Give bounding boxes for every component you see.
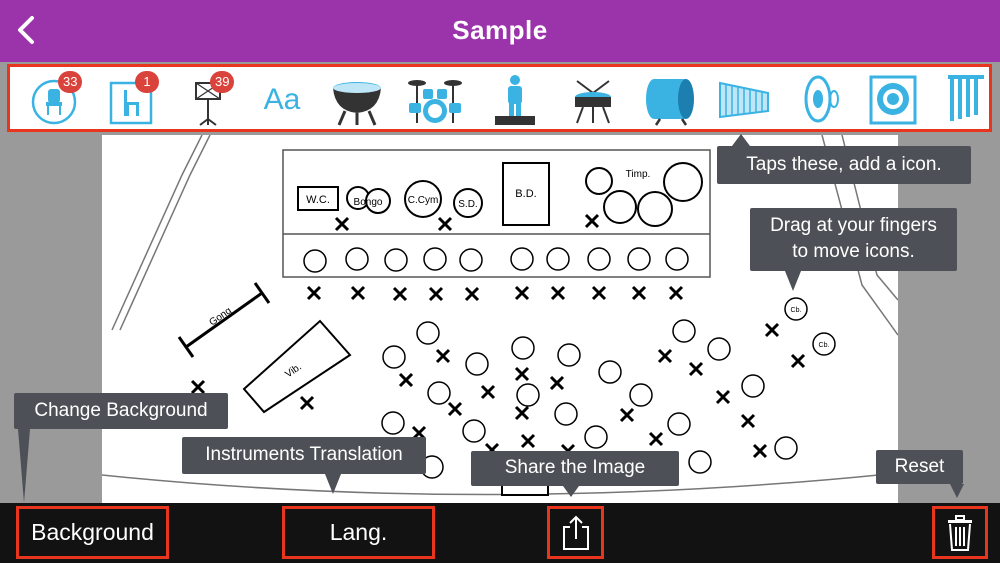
label-bongo: Bongo <box>354 197 383 208</box>
callout-share: Share the Image <box>471 451 679 486</box>
tool-text[interactable]: Aa <box>252 71 312 127</box>
stage-edge <box>102 472 898 496</box>
header-bar: Sample <box>0 0 1000 62</box>
instrument-contrabass[interactable] <box>812 332 836 356</box>
callout-taps: Taps these, add a icon. <box>717 146 971 184</box>
label-gong: Gong <box>207 305 233 328</box>
tool-bass-drum[interactable] <box>640 71 700 127</box>
callout-share-text: Share the Image <box>504 457 646 478</box>
callout-pointer <box>18 429 30 503</box>
label-bd: B.D. <box>515 188 536 200</box>
instrument-gong[interactable] <box>177 282 271 358</box>
marimba-icon <box>719 81 769 119</box>
stage-edge <box>821 135 898 336</box>
instrument-snare-drum[interactable] <box>453 188 483 218</box>
instrument-wood-chimes[interactable] <box>297 186 339 211</box>
callout-translation-text: Instruments Translation <box>205 444 403 465</box>
callout-change-background: Change Background <box>14 393 228 429</box>
snare-drum-icon <box>575 80 611 124</box>
callout-reset: Reset <box>876 450 963 484</box>
bass-drum-icon <box>646 79 694 126</box>
background-button-label: Background <box>31 519 154 545</box>
instrument-toolbar: 33 1 39 Aa <box>7 64 992 132</box>
chair-circle-icon <box>31 79 77 125</box>
gong-icon <box>869 75 917 125</box>
badge-count: 33 <box>58 71 83 93</box>
label-ccym: C.Cym <box>408 195 439 206</box>
tool-gong[interactable] <box>865 71 925 127</box>
instrument-timpani[interactable] <box>585 167 613 195</box>
tool-marimba[interactable] <box>716 71 776 127</box>
back-button[interactable] <box>10 12 46 48</box>
tool-chimes[interactable] <box>940 71 1000 127</box>
instrument-crash-cymbal[interactable] <box>404 180 442 218</box>
timpani-icon <box>333 82 381 126</box>
label-cb: Cb. <box>791 307 802 314</box>
callout-taps-text: Taps these, add a icon. <box>746 154 942 175</box>
label-sd: S.D. <box>458 199 477 210</box>
riser <box>282 149 711 278</box>
conductor-podium-icon <box>495 75 535 125</box>
stage-layout: W.C. Bongo C.Cym S.D. B.D. Timp. <box>102 135 898 496</box>
callout-translation: Instruments Translation <box>182 437 426 474</box>
callout-pointer <box>785 271 801 291</box>
stage-edge <box>119 135 211 331</box>
trash-icon <box>948 514 972 551</box>
tool-music-stand[interactable]: 39 <box>182 71 242 127</box>
tool-chair-circle[interactable]: 33 <box>24 71 84 127</box>
bottom-toolbar: Background Lang. <box>0 503 1000 563</box>
callout-drag-text-2: to move icons. <box>792 241 915 262</box>
share-icon <box>562 515 589 550</box>
callout-change-bg-text: Change Background <box>34 400 208 421</box>
share-button[interactable] <box>547 506 604 559</box>
label-wc: W.C. <box>306 194 330 206</box>
callout-drag: Drag at your fingers to move icons. <box>750 208 957 271</box>
callout-drag-text-1: Drag at your fingers <box>770 215 937 236</box>
lang-button-label: Lang. <box>329 519 388 545</box>
chevron-left-icon <box>18 16 34 44</box>
instrument-bass-drum[interactable] <box>502 162 550 226</box>
callout-pointer <box>732 134 750 146</box>
callout-pointer <box>325 474 341 494</box>
drum-set-icon <box>408 80 462 123</box>
callout-pointer <box>563 486 579 497</box>
player-seats <box>303 247 798 479</box>
badge-count: 39 <box>210 71 235 93</box>
page-title: Sample <box>452 15 548 45</box>
callout-pointer <box>950 484 964 498</box>
tool-timpani[interactable] <box>327 71 387 127</box>
lang-button[interactable]: Lang. <box>282 506 435 559</box>
chimes-icon <box>948 75 984 121</box>
tool-drum-set[interactable] <box>405 71 465 127</box>
cymbal-icon <box>804 75 839 123</box>
badge-count: 1 <box>135 71 159 93</box>
tool-snare-drum[interactable] <box>563 71 623 127</box>
tool-conductor[interactable] <box>485 71 545 127</box>
background-button[interactable]: Background <box>16 506 169 559</box>
text-icon: Aa <box>263 83 301 116</box>
instrument-contrabass[interactable] <box>784 297 808 321</box>
tool-cymbal[interactable] <box>794 71 854 127</box>
tool-chair-square[interactable]: 1 <box>103 71 163 127</box>
player-marks <box>190 213 806 459</box>
label-cb: Cb. <box>819 342 830 349</box>
chair-square-icon <box>109 81 153 125</box>
reset-button[interactable] <box>932 506 988 559</box>
label-timp: Timp. <box>626 169 651 180</box>
stage-edge <box>111 135 203 331</box>
instrument-vibraphone[interactable] <box>242 319 352 414</box>
stage-canvas[interactable]: W.C. Bongo C.Cym S.D. B.D. Timp. <box>102 135 898 505</box>
callout-reset-text: Reset <box>894 456 945 477</box>
